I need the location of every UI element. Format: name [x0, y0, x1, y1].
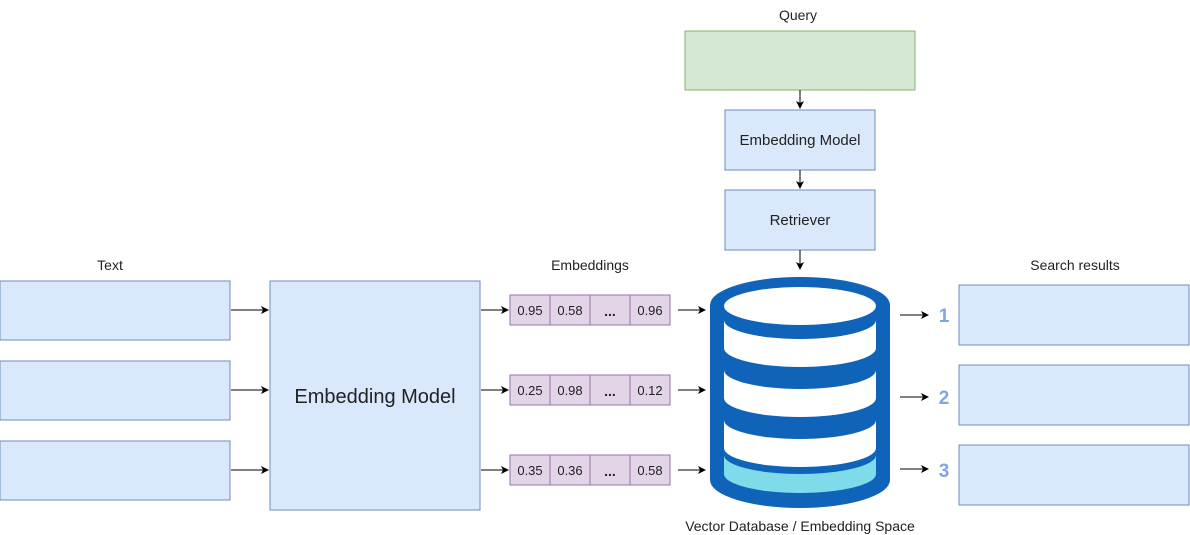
embedding-value: 0.12: [637, 383, 662, 398]
embedding-row-1: 0.95 0.58 ... 0.96: [509, 294, 671, 326]
query-title: Query: [779, 7, 817, 23]
embedding-ellipsis: ...: [604, 303, 616, 319]
database-label: Vector Database / Embedding Space: [685, 518, 915, 534]
query-embedding-model-box: Embedding Model: [724, 109, 876, 171]
embedding-ellipsis: ...: [604, 463, 616, 479]
embedding-value: 0.95: [517, 303, 542, 318]
embedding-model-label: Embedding Model: [294, 386, 455, 408]
search-result-1: [958, 284, 1190, 346]
embedding-value: 0.98: [557, 383, 582, 398]
text-document-2: [0, 360, 231, 421]
text-document-1: [0, 280, 231, 341]
embedding-ellipsis: ...: [604, 383, 616, 399]
retriever-box: Retriever: [724, 189, 876, 251]
embedding-value: 0.96: [637, 303, 662, 318]
embedding-value: 0.58: [637, 463, 662, 478]
embedding-value: 0.58: [557, 303, 582, 318]
embedding-model-box: Embedding Model: [269, 280, 481, 511]
database-icon: [710, 277, 890, 508]
embedding-row-2: 0.25 0.98 ... 0.12: [509, 374, 671, 406]
query-embedding-model-label: Embedding Model: [740, 132, 861, 149]
embedding-row-3: 0.35 0.36 ... 0.58: [509, 454, 671, 486]
embeddings-title: Embeddings: [551, 257, 629, 273]
retriever-label: Retriever: [770, 212, 831, 229]
query-box: [684, 30, 916, 91]
embedding-value: 0.36: [557, 463, 582, 478]
result-rank-2: 2: [939, 388, 950, 409]
text-title: Text: [97, 257, 123, 273]
search-result-2: [958, 364, 1190, 426]
search-result-3: [958, 444, 1190, 506]
search-results-title: Search results: [1030, 257, 1119, 273]
embedding-value: 0.35: [517, 463, 542, 478]
embedding-value: 0.25: [517, 383, 542, 398]
text-document-3: [0, 440, 231, 501]
result-rank-1: 1: [939, 306, 950, 327]
result-rank-3: 3: [939, 461, 950, 482]
